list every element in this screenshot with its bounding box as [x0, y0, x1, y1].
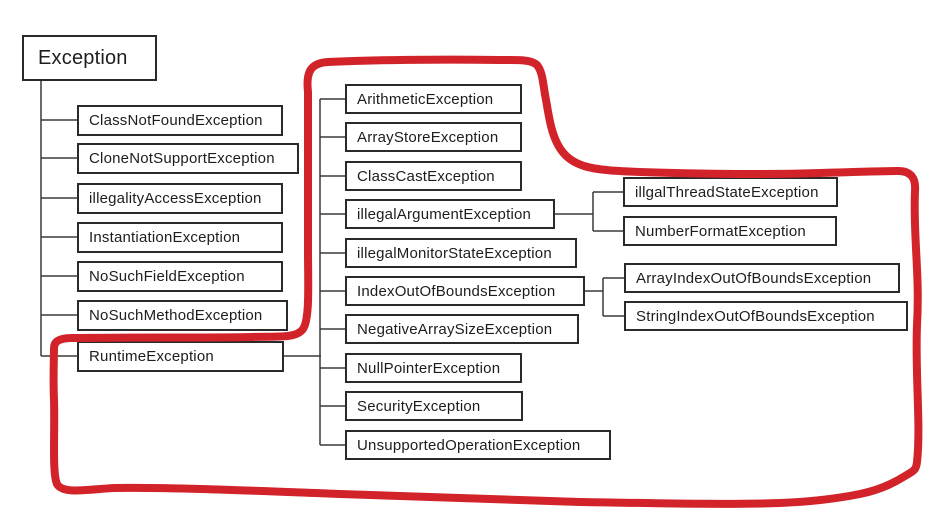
- node-negativearraysizeexception: NegativeArraySizeException: [345, 314, 579, 344]
- node-arithmeticexception: ArithmeticException: [345, 84, 522, 114]
- node-exception: Exception: [22, 35, 157, 81]
- node-nosuchfieldexception: NoSuchFieldException: [77, 261, 283, 292]
- node-illgalthreadstateexception: illgalThreadStateException: [623, 177, 838, 207]
- node-unsupportedoperationexception: UnsupportedOperationException: [345, 430, 611, 460]
- node-arraystoreexception: ArrayStoreException: [345, 122, 522, 152]
- node-clonenotsupportexception: CloneNotSupportException: [77, 143, 299, 174]
- node-indexoutofboundsexception: IndexOutOfBoundsException: [345, 276, 585, 306]
- node-arrayindexoutofboundsexception: ArrayIndexOutOfBoundsException: [624, 263, 900, 293]
- node-runtimeexception: RuntimeException: [77, 341, 284, 372]
- node-classcastexception: ClassCastException: [345, 161, 522, 191]
- node-classnotfoundexception: ClassNotFoundException: [77, 105, 283, 136]
- node-illegalargumentexception: illegalArgumentException: [345, 199, 555, 229]
- node-instantiationexception: InstantiationException: [77, 222, 283, 253]
- node-stringindexoutofboundsexception: StringIndexOutOfBoundsException: [624, 301, 908, 331]
- node-nosuchmethodexception: NoSuchMethodException: [77, 300, 288, 331]
- node-illegalmonitorstateexception: illegalMonitorStateException: [345, 238, 577, 268]
- node-numberformatexception: NumberFormatException: [623, 216, 837, 246]
- node-illegalityaccessexception: illegalityAccessException: [77, 183, 283, 214]
- node-securityexception: SecurityException: [345, 391, 523, 421]
- node-nullpointerexception: NullPointerException: [345, 353, 522, 383]
